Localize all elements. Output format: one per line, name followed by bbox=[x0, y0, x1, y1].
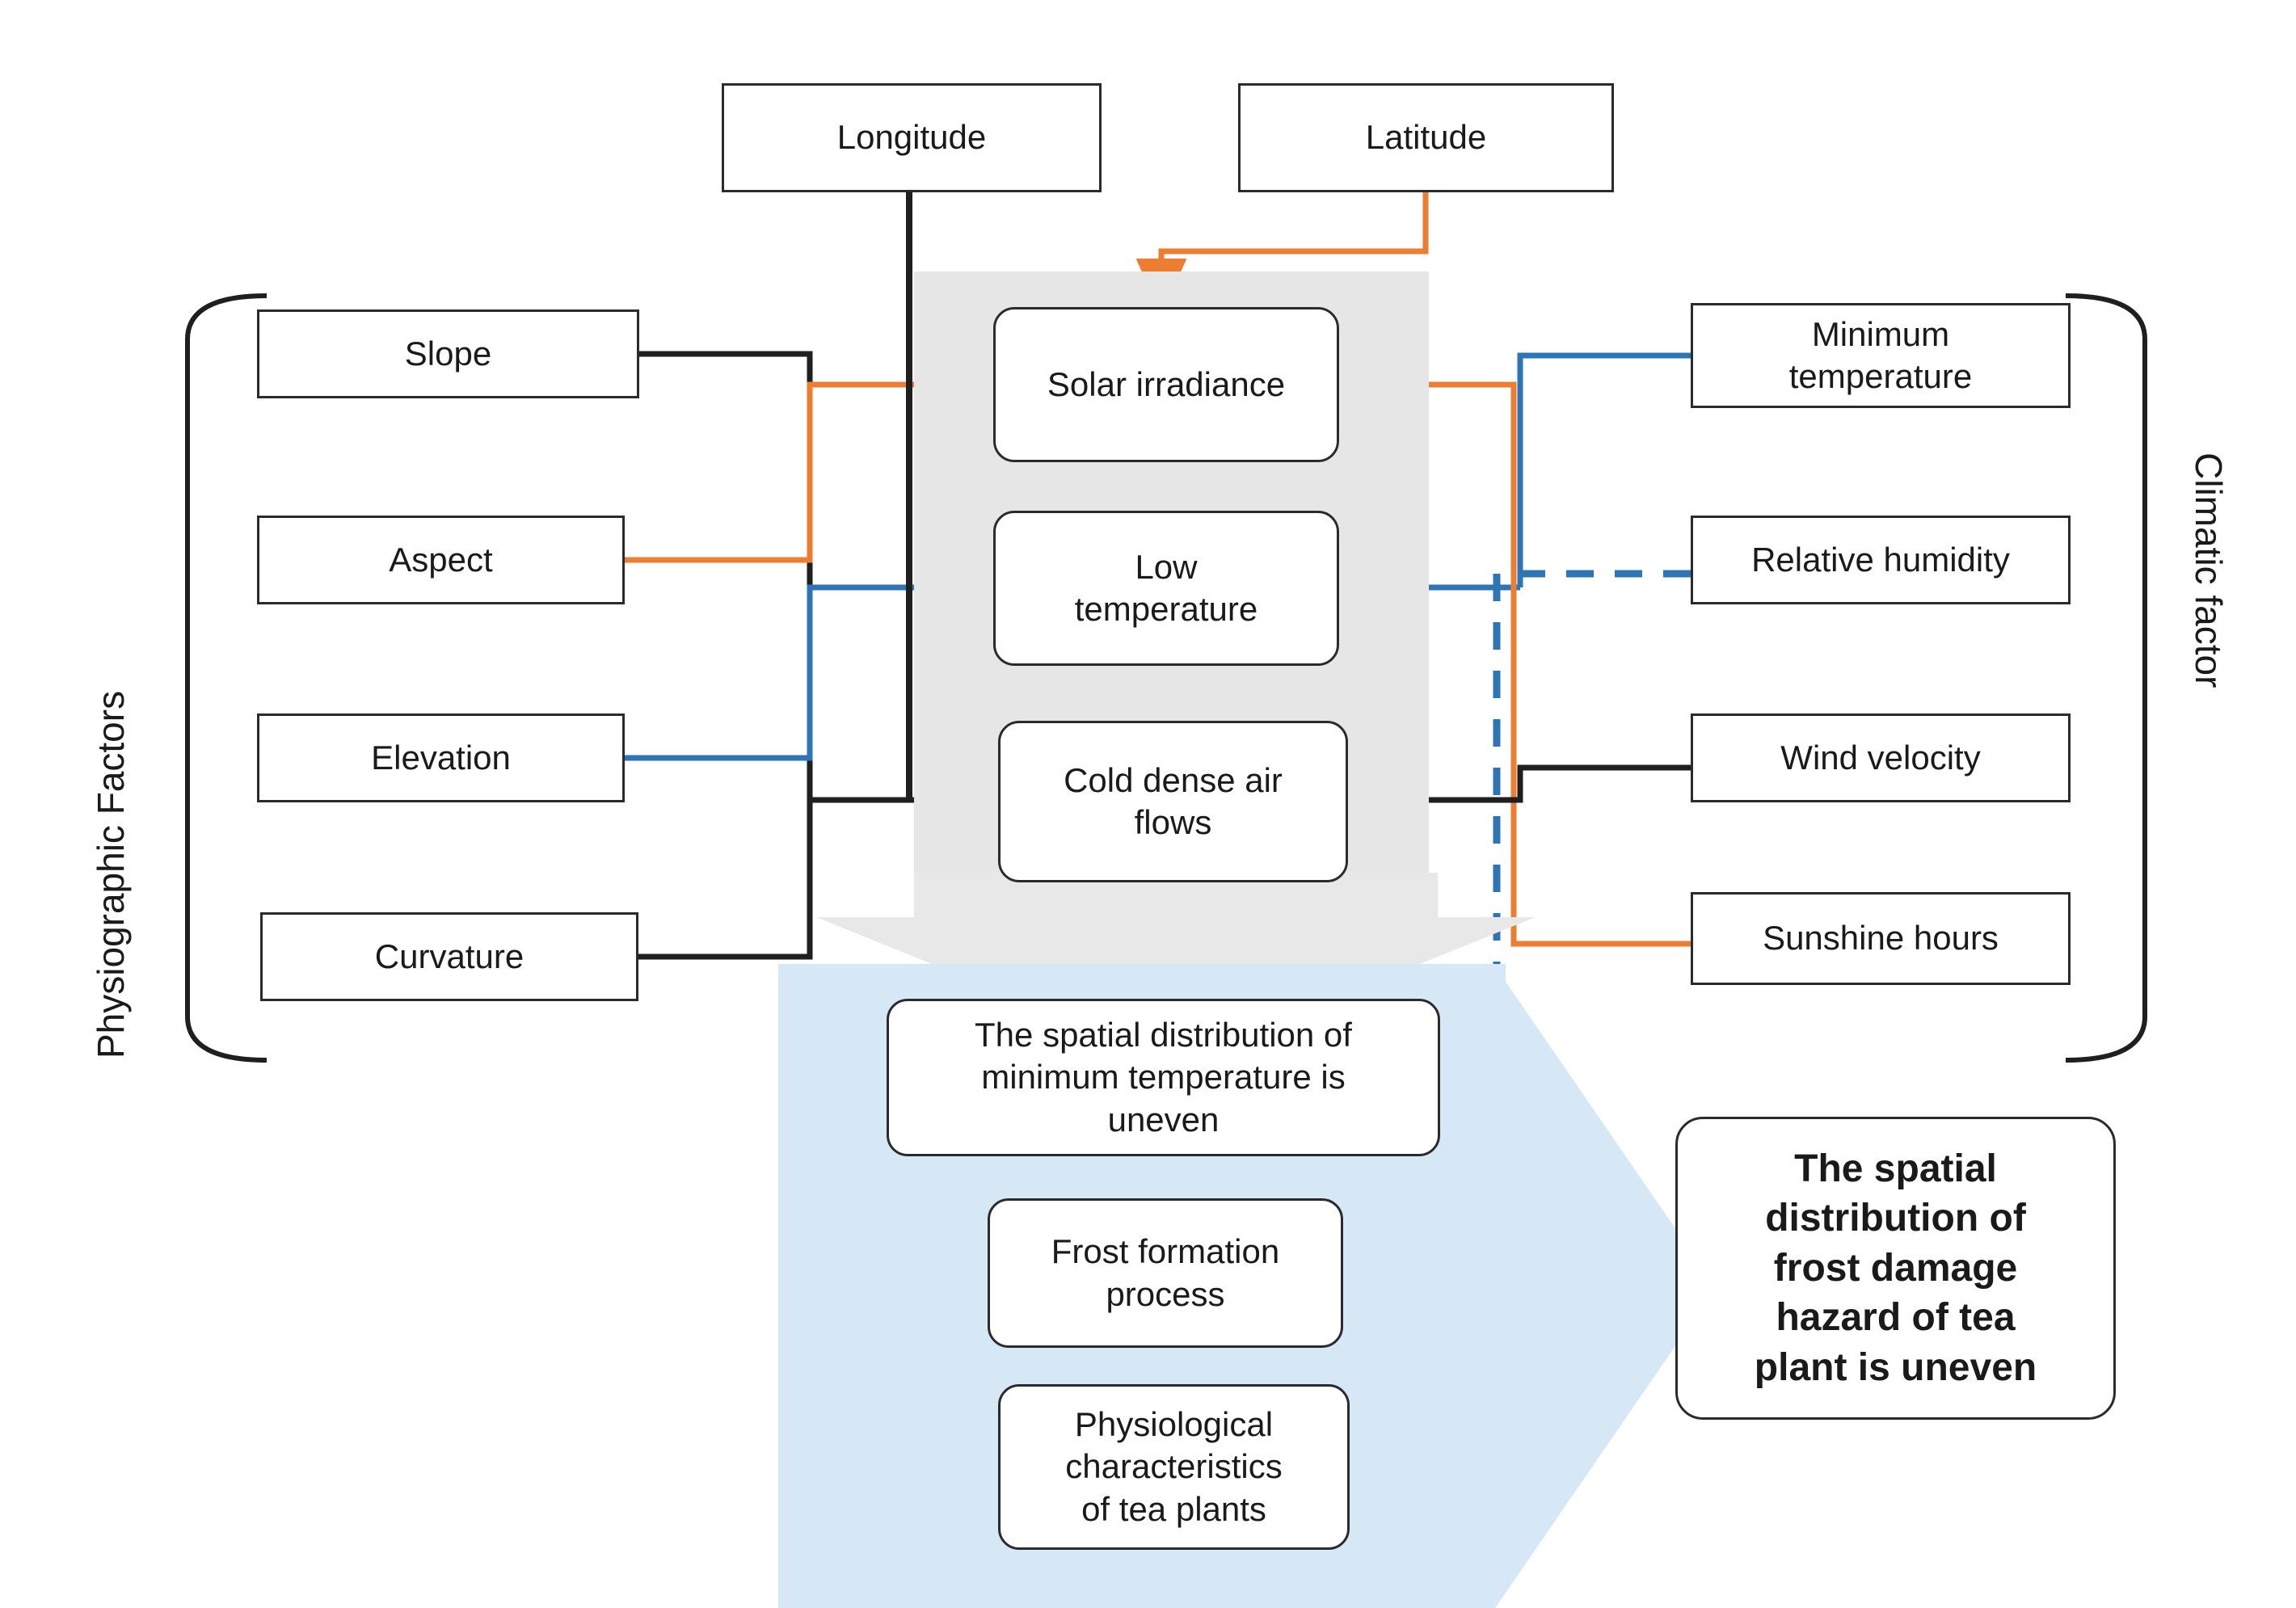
wire-sunshine-hours-to-solar-irradiance bbox=[1344, 359, 1691, 947]
box-slope[interactable]: Slope bbox=[257, 309, 639, 398]
box-aspect-label: Aspect bbox=[389, 540, 493, 579]
physiographic-factors-label: Physiographic Factors bbox=[90, 690, 132, 1059]
wire-curvature-to-cold-dense-air bbox=[638, 800, 813, 960]
box-conclusion-label: The spatial distribution of frost damage… bbox=[1754, 1147, 2037, 1389]
physiographic-bracket bbox=[185, 293, 268, 1063]
wire-min-temperature-to-junction bbox=[1517, 352, 1691, 587]
box-min-temp-uneven[interactable]: The spatial distribution of minimum temp… bbox=[887, 999, 1440, 1156]
box-minimum-temperature-label: Minimum temperature bbox=[1788, 314, 1973, 396]
box-cold-dense-air-flows[interactable]: Cold dense air flows bbox=[998, 721, 1348, 882]
box-low-temperature[interactable]: Low temperature bbox=[993, 511, 1339, 666]
box-physiological-characteristics[interactable]: Physiological characteristics of tea pla… bbox=[998, 1384, 1350, 1550]
wire-slope-to-cold-dense-air bbox=[638, 351, 813, 800]
box-physiological-characteristics-label: Physiological characteristics of tea pla… bbox=[1065, 1404, 1283, 1528]
box-latitude[interactable]: Latitude bbox=[1238, 83, 1614, 192]
box-slope-label: Slope bbox=[404, 334, 492, 373]
wire-wind-velocity-to-cold-dense-air bbox=[1344, 764, 1691, 826]
box-aspect[interactable]: Aspect bbox=[257, 516, 625, 604]
box-sunshine-hours-label: Sunshine hours bbox=[1763, 919, 1999, 958]
box-relative-humidity[interactable]: Relative humidity bbox=[1691, 516, 2071, 604]
box-elevation[interactable]: Elevation bbox=[257, 713, 625, 802]
wire-elevation-to-low-temperature bbox=[625, 562, 992, 761]
box-longitude[interactable]: Longitude bbox=[722, 83, 1102, 192]
box-minimum-temperature[interactable]: Minimum temperature bbox=[1691, 303, 2071, 408]
box-conclusion[interactable]: The spatial distribution of frost damage… bbox=[1675, 1117, 2116, 1420]
climatic-bracket bbox=[2065, 293, 2147, 1063]
box-curvature[interactable]: Curvature bbox=[260, 912, 638, 1001]
box-sunshine-hours[interactable]: Sunshine hours bbox=[1691, 892, 2071, 985]
box-solar-irradiance-label: Solar irradiance bbox=[1047, 364, 1286, 403]
box-curvature-label: Curvature bbox=[374, 937, 524, 975]
box-longitude-label: Longitude bbox=[836, 118, 987, 157]
box-latitude-label: Latitude bbox=[1365, 118, 1487, 157]
wire-aspect-to-solar-irradiance bbox=[625, 359, 992, 563]
box-frost-formation-process-label: Frost formation process bbox=[1051, 1232, 1280, 1313]
box-wind-velocity[interactable]: Wind velocity bbox=[1691, 713, 2071, 802]
box-elevation-label: Elevation bbox=[371, 738, 511, 777]
climatic-factor-label: Climatic factor bbox=[2188, 453, 2230, 688]
box-low-temperature-label: Low temperature bbox=[1074, 547, 1258, 629]
box-relative-humidity-label: Relative humidity bbox=[1751, 540, 2010, 579]
box-wind-velocity-label: Wind velocity bbox=[1780, 738, 1981, 777]
box-solar-irradiance[interactable]: Solar irradiance bbox=[993, 307, 1339, 462]
box-cold-dense-air-flows-label: Cold dense air flows bbox=[1064, 760, 1283, 842]
box-min-temp-uneven-label: The spatial distribution of minimum temp… bbox=[975, 1015, 1352, 1139]
box-frost-formation-process[interactable]: Frost formation process bbox=[988, 1198, 1343, 1348]
